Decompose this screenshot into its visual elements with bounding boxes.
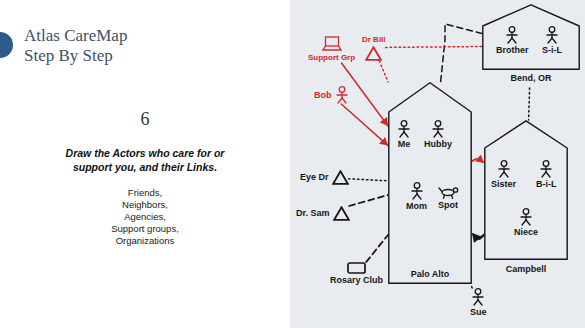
person-figure <box>410 182 424 200</box>
actor-name: Dr. Sam <box>296 208 330 219</box>
laptop-symbol <box>322 36 342 51</box>
family-member: Hubby <box>424 120 452 150</box>
care-link <box>341 104 388 146</box>
person-figure <box>431 120 445 138</box>
care-link <box>441 24 482 82</box>
place-name: Bend, OR <box>482 73 580 84</box>
actor-type: Support groups, <box>0 223 290 235</box>
person-figure <box>519 208 533 226</box>
family-member: Niece <box>514 208 538 238</box>
care-link <box>349 179 389 181</box>
map-panel <box>290 0 585 328</box>
care-link <box>472 158 484 163</box>
actor-name: B-i-L <box>536 179 557 190</box>
home-outline: Palo Alto Me HubbyMom Spot <box>388 82 472 284</box>
person-figure <box>545 26 559 44</box>
actor-name: Bob <box>314 90 332 101</box>
person-figure <box>539 160 553 178</box>
family-member: Me <box>397 120 411 150</box>
care-link <box>529 88 530 120</box>
family-member: Mom <box>406 182 427 212</box>
actor-name: Dr Bill <box>362 34 386 45</box>
care-link <box>471 284 473 288</box>
pet: Spot <box>437 186 459 211</box>
actor-name: Brother <box>496 45 529 56</box>
person-figure <box>471 288 485 306</box>
actor-type: Agencies, <box>0 211 290 223</box>
actor-type: Organizations <box>0 235 290 247</box>
care-actor: Dr. Sam <box>296 206 350 221</box>
care-link <box>349 195 388 206</box>
slide-title: Atlas CareMap Step By Step <box>24 26 149 66</box>
bullet-mark <box>0 32 13 58</box>
actor-name: Support Grp <box>308 52 355 63</box>
actor-name: S-i-L <box>542 45 562 56</box>
care-actor: Rosary Club <box>330 262 383 286</box>
support-actor: Bob <box>314 86 349 104</box>
step-instruction: Draw the Actors who care for or support … <box>60 146 230 174</box>
doctor-triangle <box>332 170 349 185</box>
doctor-triangle <box>333 206 350 221</box>
home-outline: Campbell Sister B-i-L Niece <box>484 120 568 278</box>
care-link <box>386 46 482 48</box>
actor-name: Sister <box>491 179 516 190</box>
group-rectangle <box>347 262 366 274</box>
actor-type: Friends, <box>0 187 290 199</box>
dog-figure <box>437 186 459 199</box>
place-name: Campbell <box>484 264 568 275</box>
house-shape <box>482 4 580 70</box>
actor-type: Neighbors, <box>0 199 290 211</box>
step-number: 6 <box>0 108 290 130</box>
actor-name: Eye Dr <box>300 172 329 183</box>
actor-name: Hubby <box>424 139 452 150</box>
family-member: S-i-L <box>542 26 562 56</box>
family-member: Sister <box>491 160 516 190</box>
care-link <box>472 233 484 240</box>
support-actor: Dr Bill <box>362 34 386 61</box>
person-figure <box>397 120 411 138</box>
support-actor: Support Grp <box>308 36 355 63</box>
house-shape <box>484 120 568 260</box>
place-name: Palo Alto <box>388 269 472 280</box>
actor-name: Mom <box>406 201 427 212</box>
actor-name: Sue <box>470 307 487 318</box>
actor-name: Niece <box>514 227 538 238</box>
doctor-triangle <box>365 46 382 61</box>
care-link <box>342 63 389 126</box>
house-shape <box>388 82 472 284</box>
care-actor: Sue <box>470 288 487 318</box>
care-actor: Eye Dr <box>300 170 349 185</box>
person-figure <box>497 160 511 178</box>
person-figure <box>505 26 519 44</box>
person-figure <box>335 86 349 104</box>
actor-name: Me <box>398 139 411 150</box>
family-member: B-i-L <box>536 160 557 190</box>
family-member: Brother <box>496 26 529 56</box>
actor-name: Rosary Club <box>330 275 383 286</box>
care-link <box>379 61 388 82</box>
actor-name: Spot <box>438 200 458 211</box>
care-link <box>366 235 388 262</box>
home-outline: Bend, OR Brother S-i-L <box>482 4 580 88</box>
